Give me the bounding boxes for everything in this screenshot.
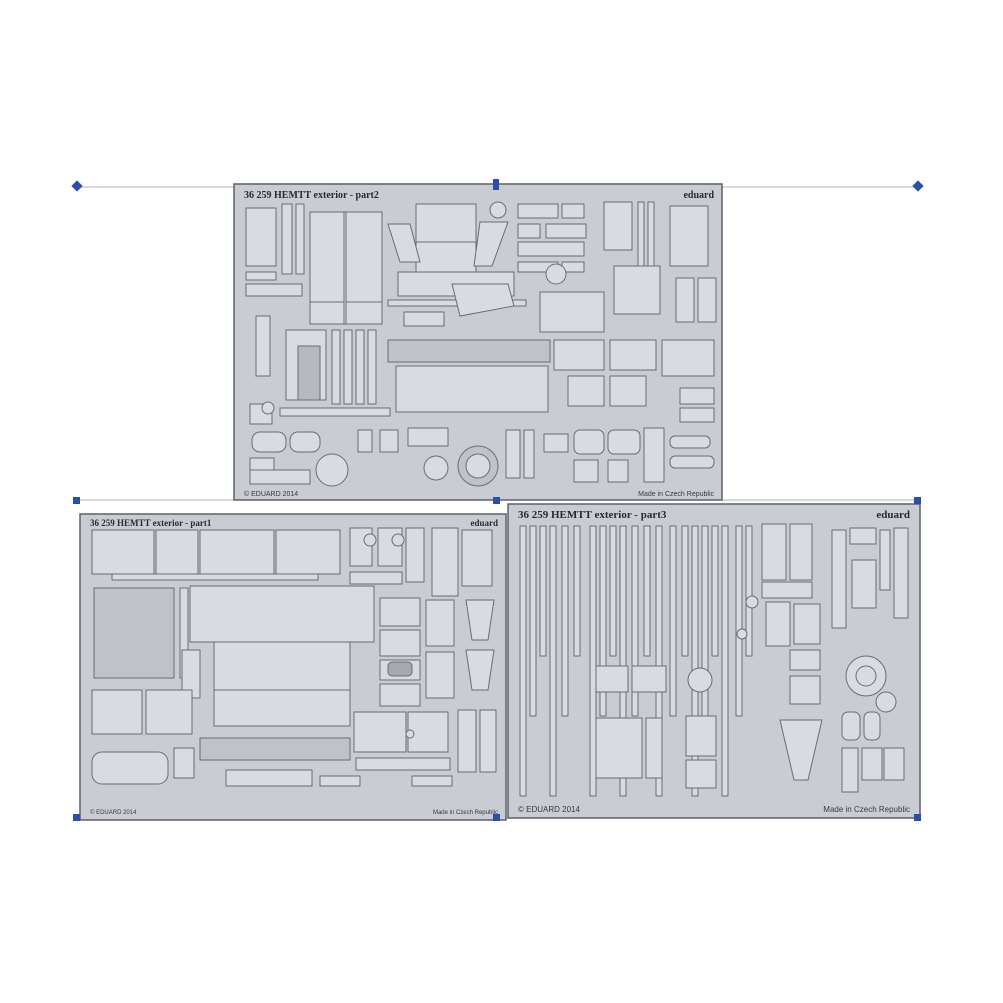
sheet-madein-top: Made in Czech Republic (638, 491, 714, 498)
fret-strip (711, 525, 719, 657)
resize-handle-bottom-left[interactable] (73, 814, 80, 821)
fret-sheet-top: 36 259 HEMTT exterior - part2 eduard © E… (233, 183, 723, 501)
sheet-brand-bottom-right: eduard (876, 509, 910, 521)
fret-strip (573, 525, 581, 657)
sheet-copyright-top: © EDUARD 2014 (244, 490, 298, 498)
sheet-madein-bottom-right: Made in Czech Republic (823, 805, 910, 814)
fret-strip (589, 525, 597, 797)
fret-strip (599, 525, 607, 717)
sheet-copyright-bottom-left: © EDUARD 2014 (90, 809, 137, 816)
fret-strip (609, 525, 617, 657)
rotate-handle-top-right[interactable] (912, 180, 924, 192)
sheet-copyright-bottom-right: © EDUARD 2014 (518, 805, 580, 814)
fret-strip (561, 525, 569, 717)
resize-handle-bottom-center[interactable] (493, 814, 500, 821)
fret-sheet-bottom-right: 36 259 HEMTT exterior - part3 eduard © E… (507, 503, 921, 819)
fret-strip (669, 525, 677, 717)
fret-strip (681, 525, 689, 657)
resize-handle-bottom-right[interactable] (914, 814, 921, 821)
resize-handle-top-center[interactable] (493, 179, 499, 190)
fret-strip (539, 525, 547, 657)
parts-group-bottom-left (91, 527, 497, 787)
rotate-handle-top-left[interactable] (71, 180, 83, 192)
resize-handle-middle-right[interactable] (914, 497, 921, 504)
fret-strip (745, 525, 753, 657)
fret-strip (655, 525, 663, 797)
sheet-brand-bottom-left: eduard (470, 518, 498, 528)
fret-strip (643, 525, 651, 657)
fret-strip (721, 525, 729, 797)
parts-group-top (245, 201, 717, 487)
fret-strip (631, 525, 639, 717)
fret-sheet-bottom-left: 36 259 HEMTT exterior - part1 eduard © E… (79, 513, 507, 821)
sheet-title-top: 36 259 HEMTT exterior - part2 (244, 190, 379, 201)
fret-strip (735, 525, 743, 717)
parts-group-bottom-right (519, 523, 909, 797)
fret-strip (519, 525, 527, 797)
sheet-title-bottom-right: 36 259 HEMTT exterior - part3 (518, 509, 667, 521)
resize-handle-middle-left[interactable] (73, 497, 80, 504)
fret-strip (549, 525, 557, 797)
fret-strip (619, 525, 627, 797)
selection-handles (71, 179, 924, 821)
sheet-title-bottom-left: 36 259 HEMTT exterior - part1 (90, 518, 212, 528)
resize-handle-middle-center[interactable] (493, 497, 500, 504)
fret-strip (529, 525, 537, 717)
fret-strip (691, 525, 699, 797)
sheet-brand-top: eduard (683, 190, 714, 201)
sheet-madein-bottom-left: Made in Czech Republic (433, 810, 498, 816)
